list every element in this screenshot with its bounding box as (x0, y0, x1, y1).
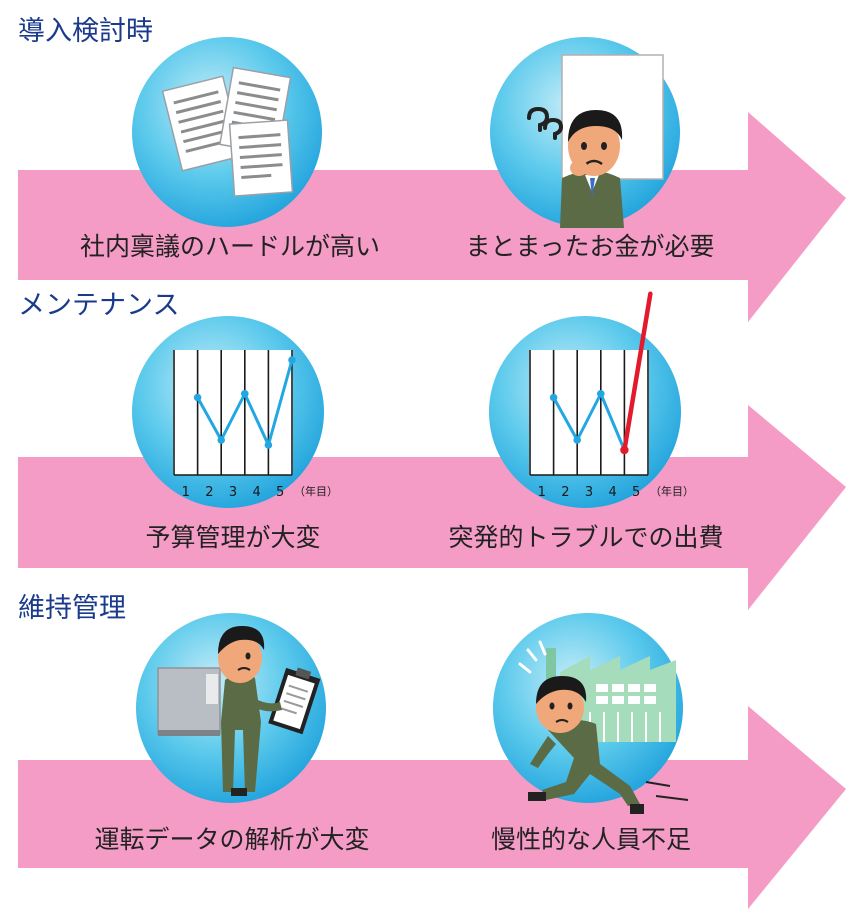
worker-with-clipboard-icon (157, 626, 321, 796)
arrow-section-1 (18, 112, 846, 322)
graph-data-point (217, 436, 225, 444)
graph-x-tick-label: 3 (585, 485, 593, 500)
graph-x-tick-label: 4 (608, 485, 616, 500)
worker-body (560, 171, 624, 228)
documents-icon (161, 66, 294, 197)
worker-face (536, 683, 584, 733)
graph-x-tick-label: 3 (229, 485, 237, 500)
arrow-section-2 (18, 405, 846, 610)
graph-x-tick-label: 5 (276, 485, 284, 500)
caption-staff-shortage: 慢性的な人員不足 (490, 825, 692, 854)
clipboard-icon (268, 667, 321, 735)
graph-spike-point (620, 445, 629, 455)
worker-with-estimate-icon (527, 54, 664, 228)
running-worker-icon (518, 640, 689, 814)
caption-budget-management: 予算管理が大変 (145, 523, 321, 552)
graph-x-tick-label: 5 (632, 485, 640, 500)
arrows-layer (18, 112, 846, 909)
section-title-upkeep: 維持管理 (18, 593, 126, 624)
caption-large-expense: まとまったお金が必要 (465, 232, 715, 261)
sweat-marks-icon (518, 640, 547, 674)
caption-sudden-trouble-cost: 突発的トラブルでの出費 (448, 523, 724, 552)
arrow-section-3 (18, 706, 846, 909)
graph-data-point (288, 356, 296, 364)
graph-x-tick-label: 2 (205, 485, 213, 500)
worker-hair (536, 676, 587, 704)
graph-x-tick-label: 2 (561, 485, 569, 500)
question-marks-icon (527, 106, 564, 140)
graph-unit-label: （年目） (650, 484, 694, 498)
worker-face (218, 633, 262, 683)
graph-data-point (264, 441, 273, 449)
section-title-maintenance: メンテナンス (18, 290, 180, 321)
worker-body (542, 720, 640, 806)
worker-arm (225, 690, 242, 728)
graph-unit-label: （年目） (294, 484, 338, 498)
worker-hair (568, 110, 623, 142)
graph-series-line (552, 392, 626, 451)
graph-data-point (597, 389, 605, 398)
section-title-intro: 導入検討時 (18, 16, 153, 47)
graph-data-point (573, 436, 581, 444)
worker-hair (218, 626, 265, 654)
graph-background (173, 350, 293, 475)
graph-x-tick-label: 1 (182, 485, 190, 500)
graph-x-tick-label: 1 (538, 485, 546, 500)
caption-approval-hurdle: 社内稟議のハードルが高い (79, 232, 381, 261)
caption-data-analysis: 運転データの解析が大変 (94, 825, 370, 854)
graph-data-point (549, 393, 558, 402)
graph-x-tick-label: 4 (252, 485, 260, 500)
speed-lines-icon (645, 781, 689, 801)
graph-data-point (193, 393, 202, 402)
graph-data-point (241, 389, 249, 398)
factory-icon (546, 648, 676, 742)
graph-spike-line (622, 291, 653, 453)
